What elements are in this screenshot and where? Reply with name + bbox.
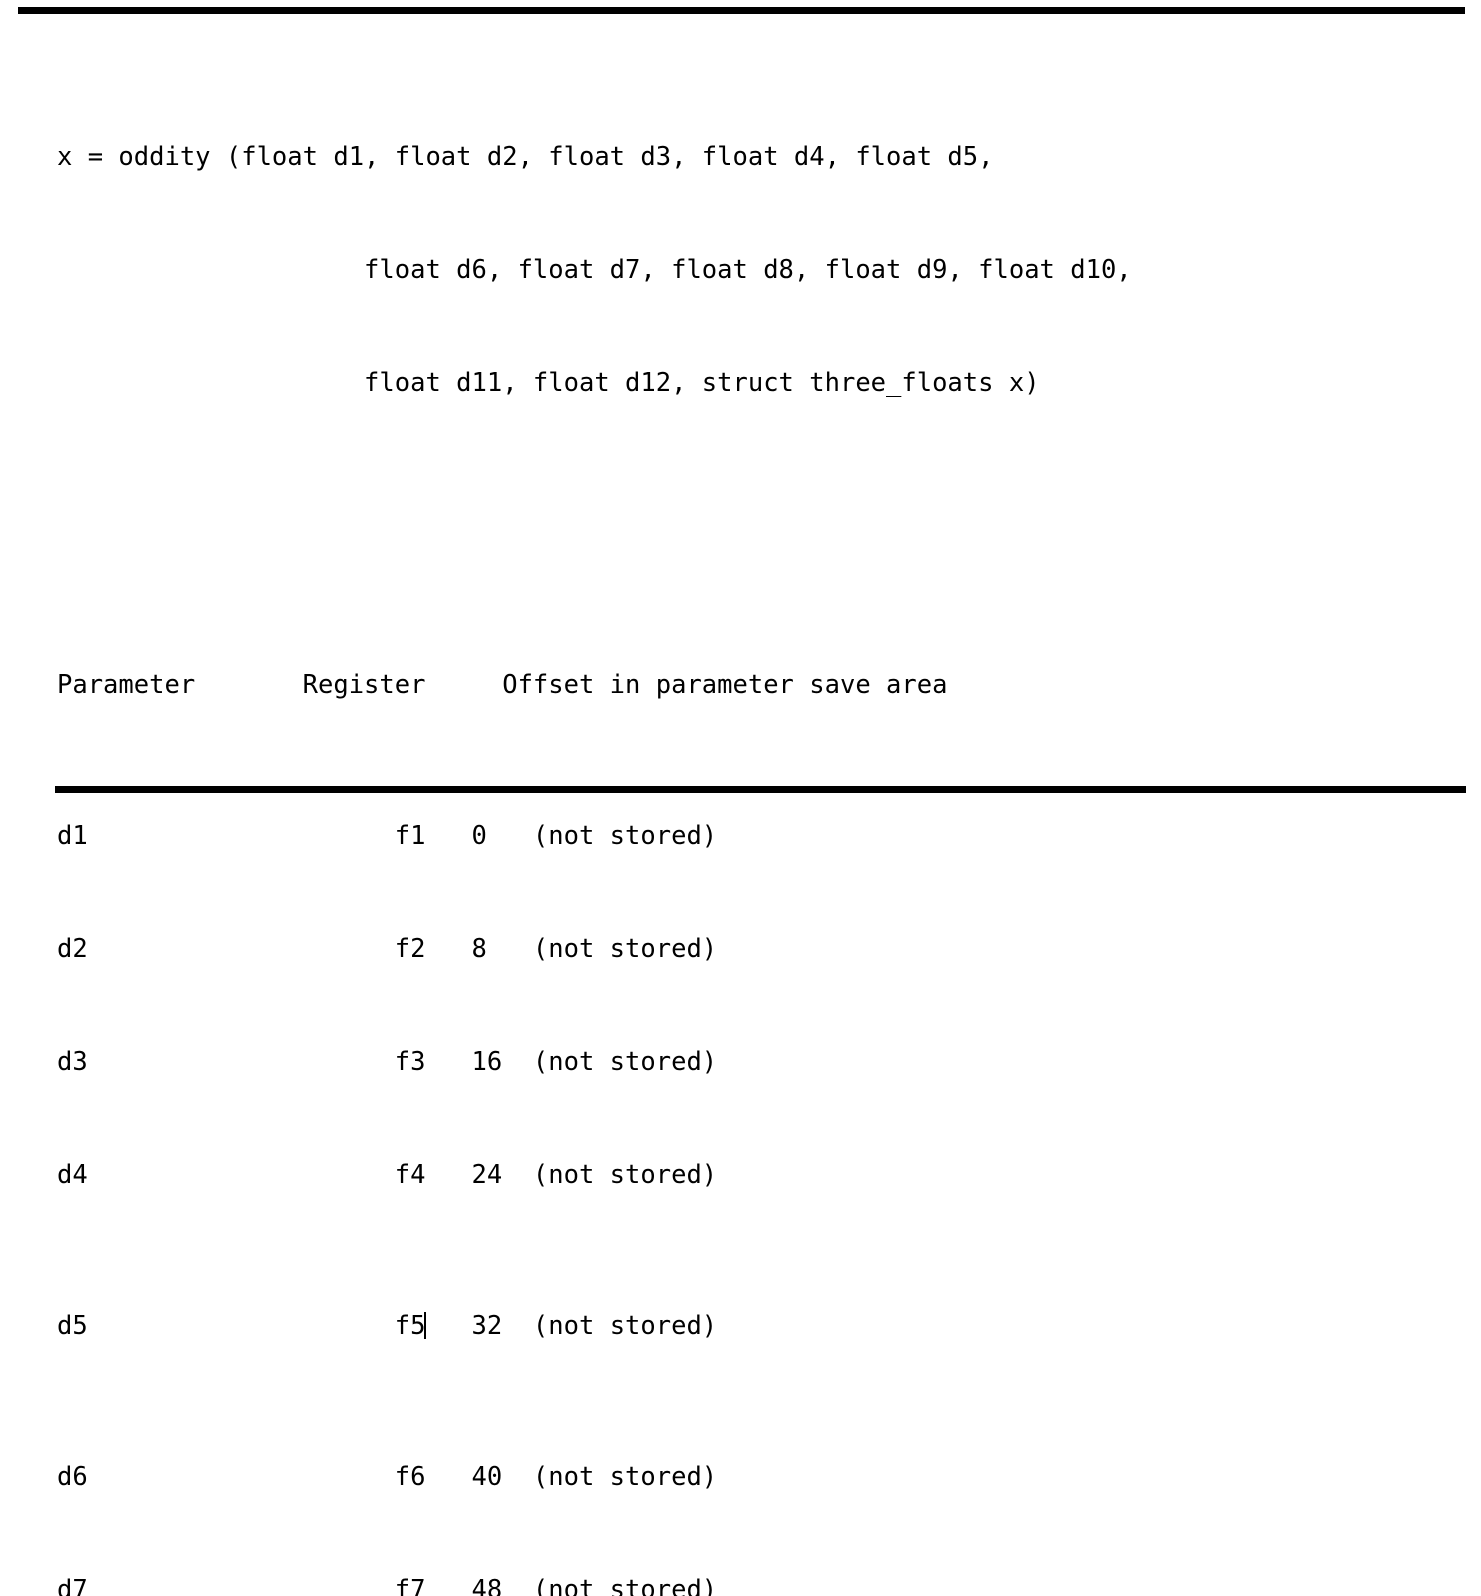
signature-line-3: float d11, float d12, struct three_float…: [57, 368, 1040, 399]
blank-separator-line: [57, 516, 1132, 554]
table-row: d1 f1 0 (not stored): [57, 820, 718, 851]
figure-top-rule: [18, 7, 1465, 14]
code-figure: x = oddity (float d1, float d2, float d3…: [18, 7, 1466, 1596]
table-row-head: d5 f5: [57, 1310, 426, 1341]
table-row-tail: 32 (not stored): [425, 1310, 718, 1341]
figure-bottom-rule: [55, 786, 1466, 793]
signature-line-2: float d6, float d7, float d8, float d9, …: [57, 255, 1132, 286]
signature-line-1: x = oddity (float d1, float d2, float d3…: [57, 142, 994, 173]
table-row: d5 f5 32 (not stored): [57, 1308, 1132, 1346]
table-row: d6 f6 40 (not stored): [57, 1461, 718, 1492]
table-header-row: Parameter Register Offset in parameter s…: [57, 669, 948, 700]
code-listing: x = oddity (float d1, float d2, float d3…: [57, 26, 1132, 1596]
table-row: d3 f3 16 (not stored): [57, 1046, 718, 1077]
table-row: d4 f4 24 (not stored): [57, 1160, 718, 1191]
table-row: d2 f2 8 (not stored): [57, 933, 718, 964]
table-row: d7 f7 48 (not stored): [57, 1574, 718, 1596]
